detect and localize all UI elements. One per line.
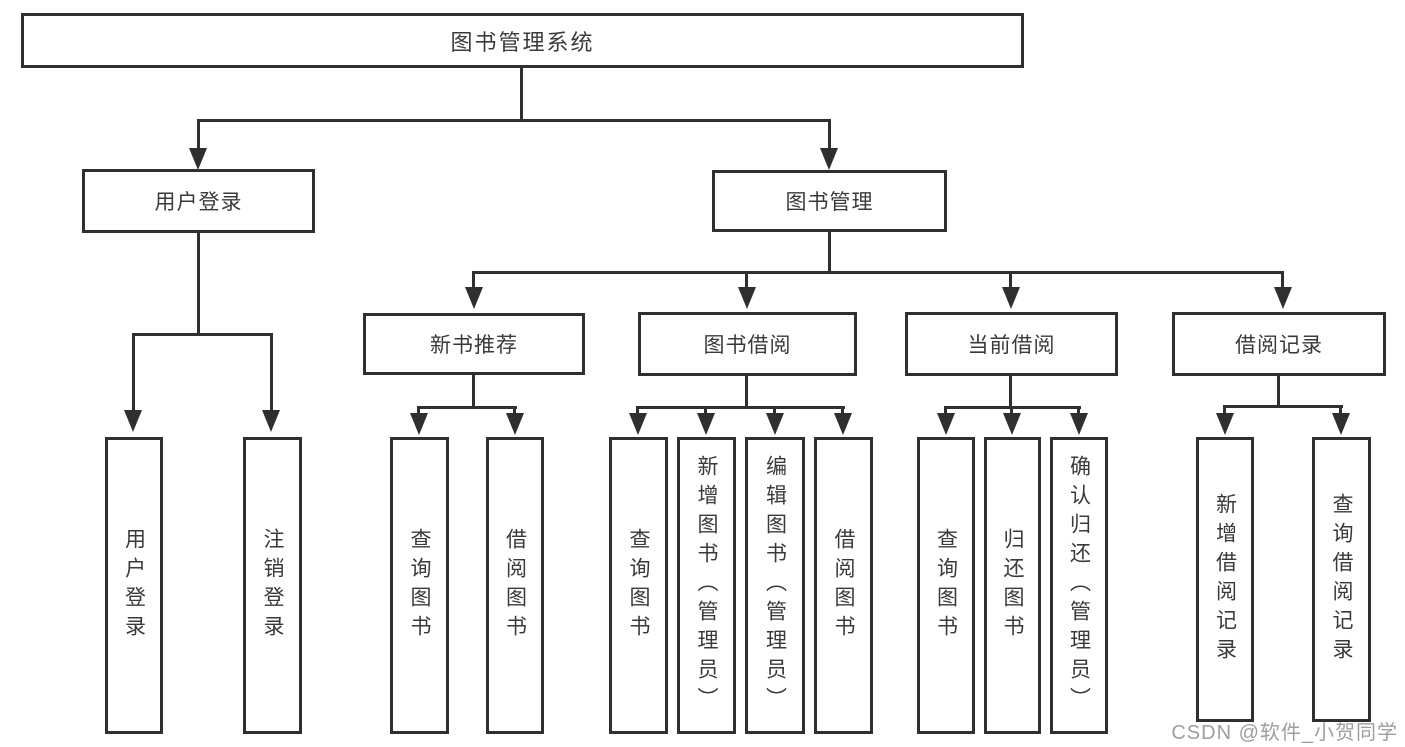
leaf-edit-book-admin-label: 编辑图书（管理员） bbox=[763, 455, 787, 716]
leaf-add-borrow-record: 新增借阅记录 bbox=[1196, 437, 1254, 722]
node-user-login-label: 用户登录 bbox=[154, 191, 243, 214]
arrow-down-icon bbox=[1002, 287, 1020, 309]
arrow-down-icon bbox=[937, 413, 955, 435]
arrow-down-icon bbox=[189, 148, 207, 170]
vertical-line bbox=[828, 230, 831, 274]
node-new-book-recommend-label: 新书推荐 bbox=[430, 334, 518, 357]
leaf-borrow-books-1-label: 借阅图书 bbox=[503, 527, 527, 644]
node-current-borrow-label: 当前借阅 bbox=[967, 334, 1056, 357]
horizontal-line bbox=[417, 406, 517, 409]
node-borrow-records: 借阅记录 bbox=[1172, 312, 1386, 376]
arrow-down-icon bbox=[1332, 413, 1350, 435]
leaf-query-books-2-label: 查询图书 bbox=[627, 527, 650, 644]
leaf-query-books-1-label: 查询图书 bbox=[408, 527, 431, 644]
vertical-line bbox=[197, 231, 200, 336]
node-book-borrow-label: 图书借阅 bbox=[703, 334, 792, 357]
vertical-line bbox=[704, 406, 707, 415]
node-current-borrow: 当前借阅 bbox=[905, 312, 1118, 376]
vertical-line bbox=[270, 333, 273, 412]
node-new-book-recommend: 新书推荐 bbox=[363, 313, 585, 375]
node-borrow-records-label: 借阅记录 bbox=[1235, 334, 1323, 357]
arrow-down-icon bbox=[820, 148, 838, 170]
watermark: CSDN @软件_小贺同学 bbox=[1171, 722, 1398, 744]
leaf-user-login: 用户登录 bbox=[105, 437, 163, 734]
vertical-line bbox=[1009, 271, 1012, 288]
arrow-down-icon bbox=[697, 413, 715, 435]
vertical-line bbox=[1223, 405, 1226, 415]
leaf-logout: 注销登录 bbox=[243, 437, 302, 734]
node-user-login: 用户登录 bbox=[82, 169, 315, 233]
vertical-line bbox=[1339, 405, 1342, 415]
vertical-line bbox=[773, 406, 776, 415]
leaf-query-books-2: 查询图书 bbox=[609, 437, 668, 734]
vertical-line bbox=[828, 119, 831, 150]
node-book-management-label: 图书管理 bbox=[785, 191, 874, 214]
arrow-down-icon bbox=[465, 287, 483, 309]
vertical-line bbox=[472, 373, 475, 409]
node-book-management: 图书管理 bbox=[712, 170, 947, 232]
arrow-down-icon bbox=[1003, 413, 1021, 435]
arrow-down-icon bbox=[410, 413, 428, 435]
arrow-down-icon bbox=[262, 410, 280, 432]
vertical-line bbox=[841, 406, 844, 415]
vertical-line bbox=[472, 271, 475, 288]
arrow-down-icon bbox=[124, 410, 142, 432]
arrow-down-icon bbox=[1070, 413, 1088, 435]
leaf-add-book-admin: 新增图书（管理员） bbox=[677, 437, 736, 734]
leaf-confirm-return-admin-label: 确认归还（管理员） bbox=[1067, 455, 1091, 716]
vertical-line bbox=[1277, 374, 1280, 408]
arrow-down-icon bbox=[1274, 287, 1292, 309]
leaf-user-login-label: 用户登录 bbox=[122, 527, 146, 644]
vertical-line bbox=[513, 406, 516, 415]
vertical-line bbox=[1009, 374, 1012, 409]
node-book-borrow: 图书借阅 bbox=[638, 312, 857, 376]
leaf-query-borrow-record-label: 查询借阅记录 bbox=[1330, 492, 1353, 667]
arrow-down-icon bbox=[738, 287, 756, 309]
leaf-query-books-3-label: 查询图书 bbox=[934, 527, 958, 644]
vertical-line bbox=[197, 119, 200, 150]
node-root-label: 图书管理系统 bbox=[450, 29, 595, 55]
arrow-down-icon bbox=[629, 413, 647, 435]
vertical-line bbox=[520, 66, 523, 121]
leaf-confirm-return-admin: 确认归还（管理员） bbox=[1050, 437, 1108, 734]
horizontal-line bbox=[1223, 405, 1343, 408]
leaf-borrow-books-1: 借阅图书 bbox=[486, 437, 544, 734]
leaf-borrow-books-2-label: 借阅图书 bbox=[832, 527, 855, 644]
arrow-down-icon bbox=[766, 413, 784, 435]
horizontal-line bbox=[197, 119, 831, 122]
vertical-line bbox=[1010, 406, 1013, 415]
vertical-line bbox=[745, 374, 748, 409]
leaf-logout-label: 注销登录 bbox=[261, 527, 284, 644]
leaf-return-book: 归还图书 bbox=[984, 437, 1041, 734]
leaf-add-borrow-record-label: 新增借阅记录 bbox=[1213, 492, 1237, 667]
leaf-query-books-1: 查询图书 bbox=[390, 437, 449, 734]
vertical-line bbox=[132, 333, 135, 412]
vertical-line bbox=[417, 406, 420, 415]
horizontal-line bbox=[636, 406, 845, 409]
leaf-edit-book-admin: 编辑图书（管理员） bbox=[745, 437, 805, 734]
leaf-query-books-3: 查询图书 bbox=[917, 437, 975, 734]
vertical-line bbox=[1077, 406, 1080, 415]
arrow-down-icon bbox=[834, 413, 852, 435]
horizontal-line bbox=[472, 271, 1284, 274]
node-root: 图书管理系统 bbox=[21, 13, 1024, 68]
vertical-line bbox=[944, 406, 947, 415]
arrow-down-icon bbox=[1216, 413, 1234, 435]
leaf-return-book-label: 归还图书 bbox=[1001, 527, 1024, 644]
arrow-down-icon bbox=[506, 413, 524, 435]
leaf-add-book-admin-label: 新增图书（管理员） bbox=[695, 455, 718, 716]
vertical-line bbox=[636, 406, 639, 415]
leaf-query-borrow-record: 查询借阅记录 bbox=[1312, 437, 1371, 722]
leaf-borrow-books-2: 借阅图书 bbox=[814, 437, 873, 734]
horizontal-line bbox=[132, 333, 273, 336]
vertical-line bbox=[745, 271, 748, 288]
vertical-line bbox=[1281, 271, 1284, 288]
